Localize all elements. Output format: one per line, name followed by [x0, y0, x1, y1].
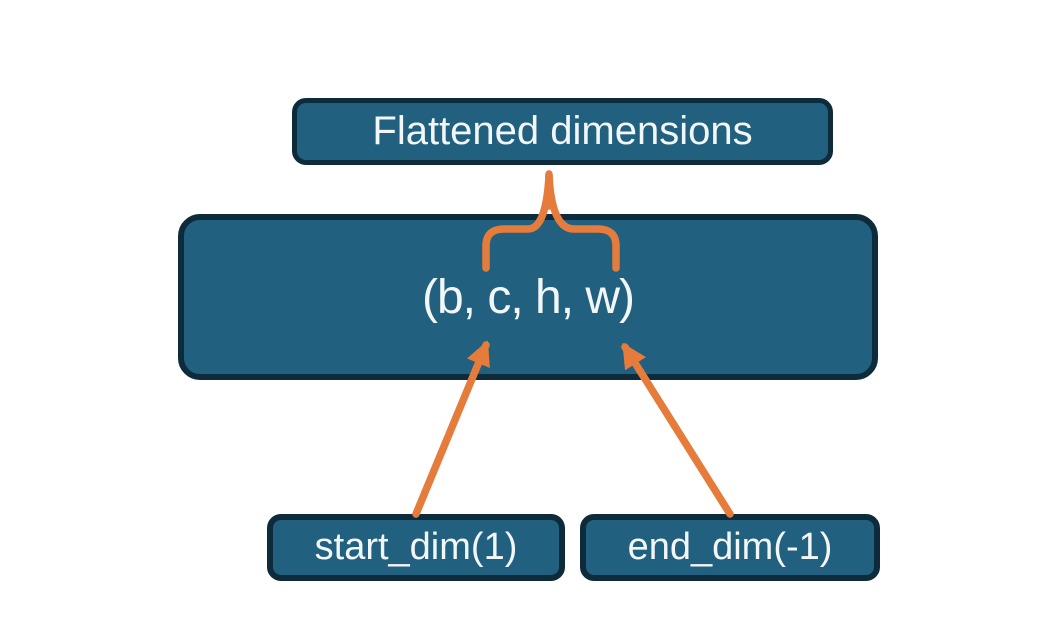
node-end-dim: end_dim(-1)	[580, 514, 880, 581]
node-start-dim: start_dim(1)	[267, 514, 565, 581]
end-dim-label: end_dim(-1)	[627, 526, 833, 568]
tensor-shape-label: (b, c, h, w)	[421, 270, 635, 324]
flattened-dimensions-label: Flattened dimensions	[372, 109, 753, 153]
node-tensor-shape: (b, c, h, w)	[178, 214, 878, 380]
start-dim-label: start_dim(1)	[314, 526, 518, 568]
node-flattened-dimensions: Flattened dimensions	[292, 98, 833, 165]
